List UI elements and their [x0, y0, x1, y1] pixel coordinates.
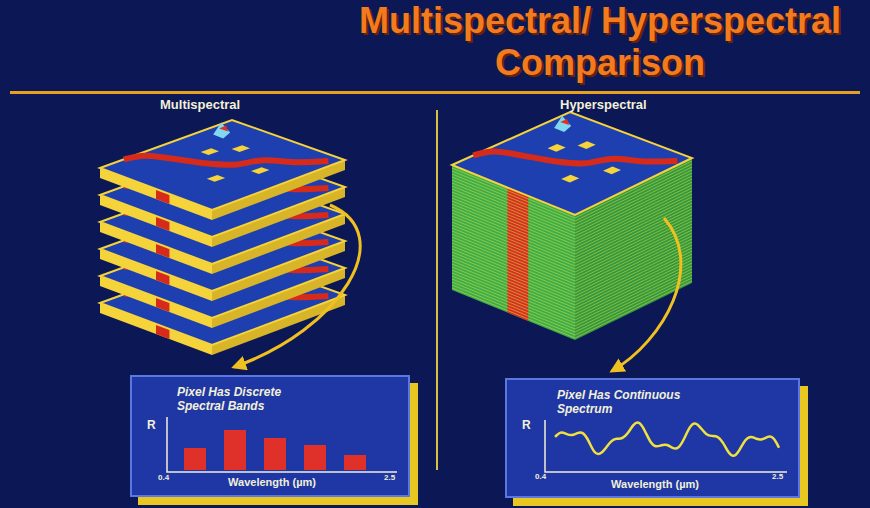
spectral-band-bar — [264, 438, 286, 470]
column-heading: Multispectral — [160, 97, 240, 112]
axis-tick: 2.5 — [384, 473, 395, 482]
field-patch — [251, 167, 269, 174]
cloud-icon — [554, 116, 571, 132]
band-line — [452, 260, 692, 317]
spectrum-curve — [555, 423, 779, 456]
axis-label: Wavelength (µm) — [228, 476, 316, 488]
multispectral-stack — [100, 120, 345, 355]
cloud-icon — [219, 126, 228, 132]
axis-label: Wavelength (µm) — [611, 478, 699, 490]
divider — [436, 110, 438, 470]
field-patch — [232, 145, 250, 152]
axis-label: R — [147, 418, 156, 432]
spectral-band-bar — [344, 455, 366, 470]
field-patch — [603, 167, 621, 175]
river — [124, 156, 329, 165]
field-patch — [207, 175, 225, 182]
field-patch — [201, 148, 219, 155]
hyperspectral-cube — [452, 112, 692, 340]
river — [473, 152, 677, 164]
image-layer — [452, 112, 692, 215]
pointer-arrow — [234, 205, 360, 367]
spectral-band-bar — [224, 430, 246, 470]
axis — [167, 417, 397, 472]
band-line — [452, 272, 692, 329]
band-line — [452, 266, 692, 323]
pointer-arrow — [612, 218, 681, 371]
panel-caption: Pixel Has Continuous Spectrum — [557, 380, 687, 416]
band-line — [452, 275, 692, 332]
axis-tick: 0.4 — [535, 472, 546, 481]
spectral-band-bar — [184, 448, 206, 470]
band-line — [452, 269, 692, 326]
cloud-icon — [560, 119, 569, 125]
axis-label: R — [522, 418, 531, 432]
column-heading: Hyperspectral — [560, 97, 647, 112]
cloud-icon — [213, 123, 230, 139]
field-patch — [578, 141, 596, 149]
title-rule — [10, 91, 860, 94]
band-line — [452, 263, 692, 320]
axis-tick: 0.4 — [158, 473, 169, 482]
band-line — [452, 257, 692, 314]
panel-caption: Pixel Has Discrete Spectral Bands — [177, 377, 327, 413]
field-patch — [561, 175, 579, 183]
title: Multispectral/ Hyperspectral Comparison — [340, 0, 860, 84]
axis — [545, 420, 787, 472]
field-patch — [548, 144, 566, 152]
spectral-band-bar — [304, 445, 326, 470]
image-layer — [100, 120, 345, 210]
axis-tick: 2.5 — [772, 472, 783, 481]
band-line — [452, 278, 692, 335]
